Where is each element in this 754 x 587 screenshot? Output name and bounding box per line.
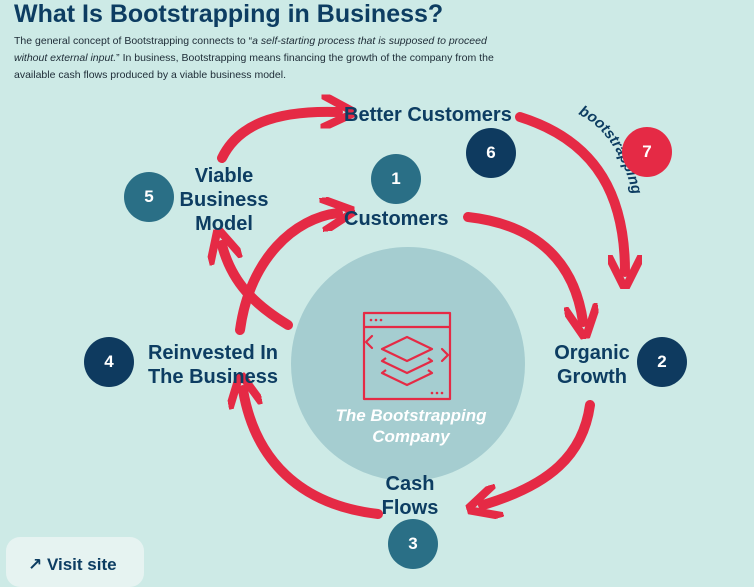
center-label-line-1: The Bootstrapping [335,406,487,425]
bootstrapping-cycle-diagram: bootstrapping [0,0,645,565]
description: The general concept of Bootstrapping con… [14,33,514,84]
center-label-line-2: Company [372,427,450,446]
arrow-growth-to-cashflows [483,400,595,505]
description-quote: a self-starting process that is supposed… [14,35,487,64]
viable-business-model-label: Viable Business Model [176,164,272,236]
description-part-1: The general concept of Bootstrapping con… [14,35,253,47]
description-part-2: ” In business, Bootstrapping means finan… [14,52,494,81]
number-badge-5: 5 [124,172,174,222]
layered-stack-window-icon [362,311,452,401]
reinvested-label: Reinvested In The Business [140,341,286,389]
visit-site-button[interactable]: ↗ Visit site [6,537,144,587]
center-label: The Bootstrapping Company [326,405,496,447]
page-title: What Is Bootstrapping in Business? [14,0,444,28]
cash-line-1: Cash [385,473,435,495]
number-badge-6: 6 [466,128,516,178]
center-circle [291,247,525,481]
number-badge-3: 3 [388,519,438,569]
number-badge-1: 1 [371,154,421,204]
organic-line-1: Organic [554,342,630,364]
arrow-cashflows-to-reinvested [243,390,383,519]
reinvested-line-1: Reinvested In [147,342,279,364]
arrow-customers-to-growth [463,212,583,322]
number-badge-4: 4 [84,337,134,387]
arrow-reinvested-to-customers [235,213,338,335]
arrow-reinvested-to-viable-model [222,245,293,330]
reinvested-line-2: The Business [147,366,279,388]
viable-line-2: Business [179,189,269,211]
number-badge-2: 2 [637,337,687,387]
number-badge-7: 7 [622,127,672,177]
viable-line-3: Model [195,213,253,235]
arrow-better-customers-bootstrapping [515,112,625,272]
better-customers-label: Better Customers [344,104,512,126]
arrow-viable-model-to-better-customers [217,112,338,163]
organic-growth-label: Organic Growth [548,341,636,389]
cash-line-2: Flows [381,497,439,519]
customers-label: Customers [344,208,449,230]
organic-line-2: Growth [557,366,627,388]
cash-flows-label: Cash Flows [370,472,450,520]
viable-line-1: Viable [194,165,254,187]
